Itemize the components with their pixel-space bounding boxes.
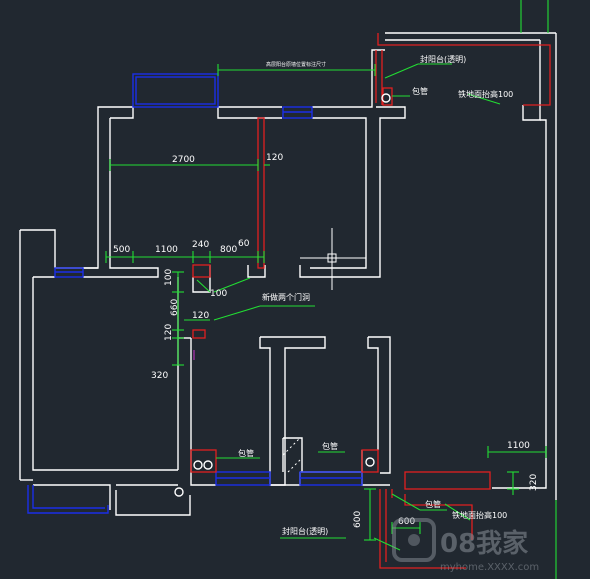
note-floor-raise-top: 铁地面抬高100 xyxy=(458,89,513,99)
dim-660: 660 xyxy=(170,299,180,316)
walls xyxy=(19,32,557,516)
door-marks xyxy=(282,437,301,473)
dim-120-side: 120 xyxy=(164,324,174,341)
leader-lines xyxy=(213,63,501,551)
note-top-small: 高层阳台原墙位置标注尺寸 xyxy=(266,61,326,68)
pipe-circles xyxy=(174,93,391,497)
dim-1100: 1100 xyxy=(155,245,178,255)
note-balcony-top: 封阳台(透明) xyxy=(420,54,466,64)
note-pipe-bottom-left: 包管 xyxy=(238,448,254,458)
note-new-doors: 新做两个门洞 xyxy=(262,292,310,302)
dim-1100-right: 1100 xyxy=(507,441,530,451)
dim-600-vertical: 600 xyxy=(353,511,363,528)
dim-120-top: 120 xyxy=(266,153,283,163)
windows xyxy=(27,73,363,514)
dimension-labels: 2700 120 500 1100 240 800 60 100 100 660… xyxy=(113,153,539,528)
dim-240: 240 xyxy=(192,240,209,250)
watermark-main: 08我家 xyxy=(440,528,528,559)
crosshair-cursor xyxy=(300,228,366,290)
note-pipe-bottom-mid: 包管 xyxy=(322,441,338,451)
note-floor-raise-bottom: 铁地面抬高100 xyxy=(452,510,507,520)
note-pipe-bottom-right: 包管 xyxy=(425,499,441,509)
dim-2700: 2700 xyxy=(172,155,195,165)
dim-800: 800 xyxy=(220,245,237,255)
note-pipe-top: 包管 xyxy=(412,86,428,96)
note-balcony-bottom: 封阳台(透明) xyxy=(282,526,328,536)
dim-320-left: 320 xyxy=(151,371,168,381)
dim-100-right: 100 xyxy=(210,289,227,299)
watermark: 08我家 myhome.XXXX.com xyxy=(392,518,539,573)
dim-100-left: 100 xyxy=(164,269,174,286)
dim-60: 60 xyxy=(238,239,250,249)
annotation-labels: 高层阳台原墙位置标注尺寸 封阳台(透明) 包管 铁地面抬高100 新做两个门洞 … xyxy=(238,54,513,536)
dim-120-mid: 120 xyxy=(192,311,209,321)
dimension-lines xyxy=(105,0,557,579)
watermark-sub: myhome.XXXX.com xyxy=(440,562,539,573)
dim-500: 500 xyxy=(113,245,130,255)
dim-320-right: 320 xyxy=(529,474,539,491)
